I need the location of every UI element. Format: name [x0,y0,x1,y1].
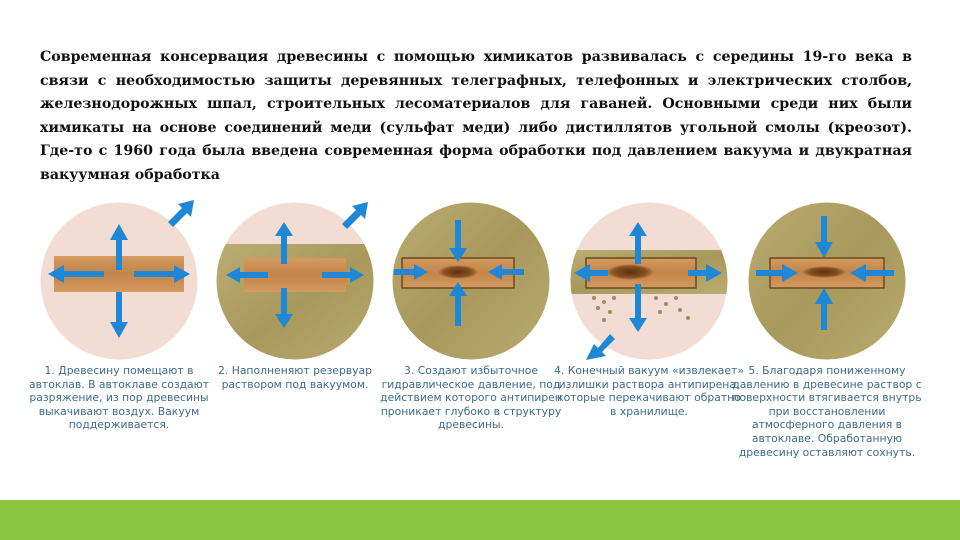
step-5-caption: 5. Благодаря пониженному давлению в древ… [732,364,922,459]
arrow-left-icon [574,264,608,282]
impregnation-stain [802,266,846,278]
arrow-up-icon [449,282,467,326]
arrow-right-icon [688,264,722,282]
arrow-down-icon [815,216,833,258]
process-diagram: 1. Древесину помещают в автоклав. В авто… [29,192,922,482]
intro-paragraph: Современная консервация древесины с помо… [40,49,912,183]
vacuum-arrows [574,222,722,360]
vacuum-arrows [48,200,194,338]
vacuum-arrows [226,202,368,328]
arrow-up-icon [815,288,833,330]
step-3-illustration [389,199,553,363]
arrow-left-icon [48,265,104,283]
arrow-up-icon [275,222,293,264]
arrow-down-icon [110,292,128,338]
pressure-arrows [394,220,524,326]
arrow-down-icon [449,220,467,262]
footer-bar [0,500,960,540]
autoclave-outline [37,199,201,363]
step-1-illustration [37,199,201,363]
arrow-left-icon [488,264,524,280]
arrow-outlet-icon [342,202,368,229]
arrow-up-icon [629,222,647,264]
arrow-right-icon [322,267,364,283]
impregnation-stain [438,265,478,279]
dripping-excess [592,296,690,322]
step-4-illustration [567,199,731,363]
step-4-caption: 4. Конечный вакуум «извлекает» излишки р… [554,364,744,418]
arrow-down-icon [275,288,293,328]
arrow-left-icon [226,267,268,283]
step-1-caption: 1. Древесину помещают в автоклав. В авто… [28,364,210,432]
arrow-vent-icon [888,200,910,222]
impregnation-stain [606,264,654,280]
arrow-left-icon [850,264,894,282]
arrow-down-icon [629,284,647,332]
arrow-up-icon [110,224,128,270]
arrow-outlet-icon [168,200,194,227]
step-2-illustration [213,199,377,363]
pressure-arrows [756,200,910,330]
arrow-drain-icon [586,334,615,360]
arrow-right-icon [134,265,190,283]
arrow-right-icon [756,264,798,282]
step-5-illustration [745,199,910,363]
step-3-caption: 3. Создают избыточное гидравлическое дав… [380,364,562,432]
arrow-right-icon [394,264,428,280]
step-2-caption: 2. Наполненяют резервуар раствором под в… [217,364,373,391]
